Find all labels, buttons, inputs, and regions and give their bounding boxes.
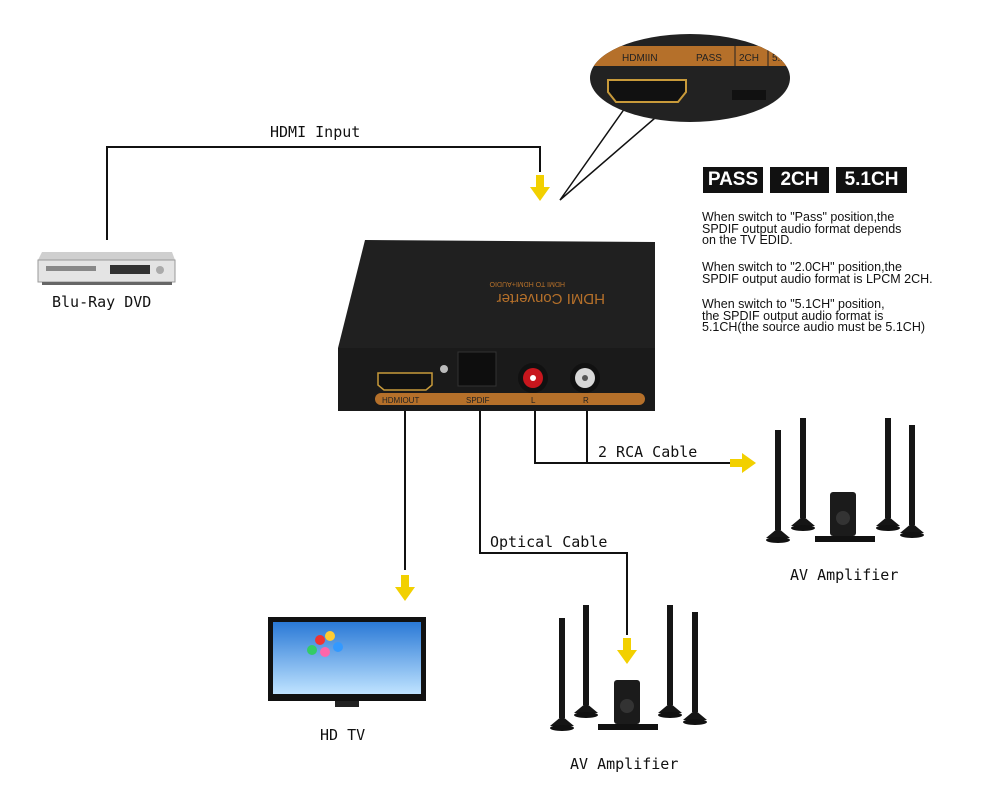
svg-text:PASS: PASS xyxy=(696,53,722,64)
rca-cable-left xyxy=(534,392,735,464)
av-amplifier-optical xyxy=(550,605,707,731)
svg-text:SPDIF: SPDIF xyxy=(466,396,490,405)
inset-label: HDMIIN xyxy=(622,53,658,64)
blu-ray-player xyxy=(37,252,176,285)
optical-cable-label: Optical Cable xyxy=(490,533,608,551)
device-name: HDMI Converter xyxy=(497,290,605,307)
hdmi-input-label: HDMI Input xyxy=(270,123,361,141)
hdmi-input-cable xyxy=(106,146,541,240)
device-subtitle: HDMI TO HDMI+AUDIO xyxy=(489,280,565,287)
svg-text:5.1CH: 5.1CH xyxy=(772,53,800,64)
inset-pointer xyxy=(559,107,656,201)
arrow-right-icon xyxy=(730,453,756,473)
amplifier-label: AV Amplifier xyxy=(790,566,899,584)
tv-label: HD TV xyxy=(320,726,366,744)
arrow-down-icon xyxy=(617,638,637,664)
mode-2ch: 2CH xyxy=(770,167,829,193)
hd-tv xyxy=(268,617,426,707)
mode-pass: PASS xyxy=(703,167,763,193)
arrow-down-icon xyxy=(395,575,415,601)
amplifier-label: AV Amplifier xyxy=(570,755,679,773)
hdmi-input-inset: HDMIIN PASS 2CH 5.1CH xyxy=(590,34,800,122)
svg-text:L: L xyxy=(531,396,536,405)
note-5-1ch: When switch to "5.1CH" position,the SPDI… xyxy=(702,297,926,334)
rca-cable-label: 2 RCA Cable xyxy=(598,443,698,461)
svg-text:2CH: 2CH xyxy=(739,53,759,64)
hdmi-out-port xyxy=(377,372,433,391)
spdif-port xyxy=(457,351,497,387)
optical-cable xyxy=(479,395,628,635)
arrow-down-icon xyxy=(530,175,550,201)
hdmi-converter-device: HDMI Converter HDMI TO HDMI+AUDIO HDMIOU… xyxy=(338,240,655,411)
blu-ray-label: Blu-Ray DVD xyxy=(52,293,152,311)
av-amplifier-rca xyxy=(766,418,924,543)
mode-5-1ch: 5.1CH xyxy=(836,167,907,193)
svg-text:HDMIOUT: HDMIOUT xyxy=(382,396,419,405)
svg-text:R: R xyxy=(583,396,589,405)
